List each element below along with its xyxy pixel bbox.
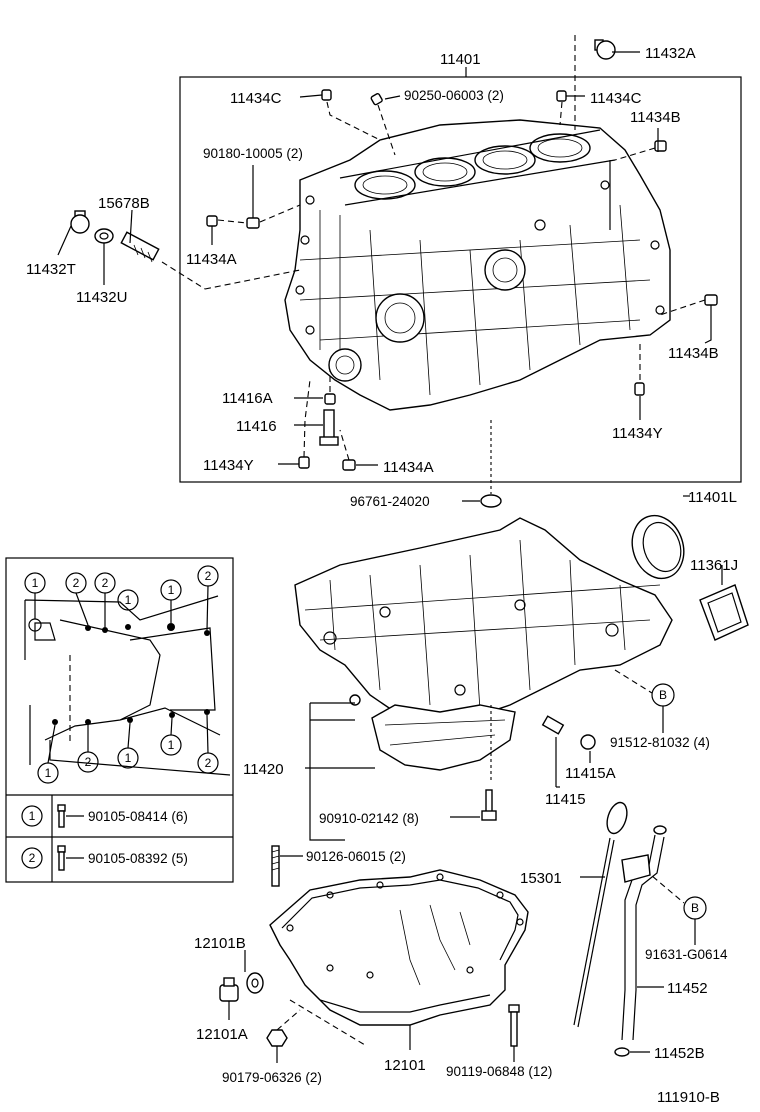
dowel-pin-icon [634, 382, 645, 396]
washer-icon [94, 228, 114, 244]
label-11434a-bottom: 11434A [383, 459, 434, 476]
label-90910: 90910-02142 (8) [319, 811, 419, 826]
cylinder-block-group-frame [179, 76, 742, 483]
label-11434y-left: 11434Y [203, 457, 254, 474]
label-90126: 90126-06015 (2) [306, 849, 406, 864]
label-b-top: B [659, 688, 667, 702]
left-outside-parts [70, 210, 160, 263]
plug-icon [580, 734, 596, 750]
nut-icon [266, 1029, 288, 1047]
legend-marker: 1 [125, 593, 132, 607]
fitting-icon [120, 231, 160, 263]
nozzle-parts [541, 715, 596, 788]
label-11434c-left: 11434C [230, 90, 282, 107]
legend-row2-marker: 2 [29, 851, 36, 865]
callout-b-bottom [644, 869, 707, 945]
diagram-code: 111910-B [657, 1089, 720, 1106]
label-91631: 91631-G0614 [645, 947, 728, 962]
label-11432u: 11432U [76, 289, 127, 306]
legend-marker: 1 [168, 738, 175, 752]
label-12101a: 12101A [196, 1026, 248, 1043]
label-15301: 15301 [520, 870, 562, 887]
dipstick-drawing [573, 801, 628, 1028]
stud-icon [271, 845, 303, 887]
label-11434b-right: 11434B [668, 345, 719, 362]
legend-row1-part: 90105-08414 (6) [88, 809, 188, 824]
dowel-pin-icon [321, 89, 332, 101]
crankcase-drawing [294, 517, 673, 721]
plug-icon [594, 39, 616, 60]
bolt-icon [541, 715, 565, 735]
dowel-pin-icon [704, 294, 718, 306]
oil-pan-drawing [269, 869, 529, 1026]
gasket-11361J [699, 565, 749, 641]
label-12101b: 12101B [194, 935, 246, 952]
part-labels: 11401 11432A 11434C 90250-06003 (2) 1143… [26, 45, 738, 1106]
label-11434a-left: 11434A [186, 251, 237, 268]
bolt-icon [508, 1004, 520, 1047]
dowel-pin-icon [556, 90, 567, 102]
label-b-bottom: B [691, 901, 699, 915]
label-15678b: 15678B [98, 195, 150, 212]
label-91512: 91512-81032 (4) [610, 735, 710, 750]
label-90119: 90119-06848 (12) [446, 1064, 552, 1079]
bolt-location-legend: 1 2 2 1 1 2 1 2 1 1 2 1 90105-08414 (6) … [5, 557, 234, 883]
leader-lines-top [57, 35, 712, 466]
baffle-plate-drawing [349, 694, 516, 771]
legend-marker: 1 [168, 583, 175, 597]
bolt-icon [481, 789, 497, 821]
label-11415: 11415 [545, 791, 586, 808]
label-11432t: 11432T [26, 261, 76, 278]
legend-row1-marker: 1 [29, 809, 36, 823]
legend-marker: 1 [125, 751, 132, 765]
callout-b-top [614, 669, 675, 733]
legend-marker: 1 [45, 766, 52, 780]
label-11401l: 11401L [688, 489, 737, 506]
dowel-pin-icon [654, 140, 667, 152]
bolt-icon [319, 409, 339, 446]
label-11420: 11420 [243, 761, 284, 778]
label-96761: 96761-24020 [350, 494, 430, 509]
label-90250: 90250-06003 (2) [404, 88, 504, 103]
label-11361j: 11361J [690, 557, 738, 574]
o-ring-96761 [462, 420, 502, 508]
label-11452: 11452 [667, 980, 708, 997]
label-90179: 90179-06326 (2) [222, 1070, 322, 1085]
label-11452b: 11452B [654, 1045, 705, 1062]
label-11434c-right: 11434C [590, 90, 642, 107]
bolt-icon [57, 845, 66, 871]
oil-seal-11401L [631, 495, 690, 580]
legend-marker: 1 [32, 576, 39, 590]
legend-marker: 2 [205, 569, 212, 583]
label-90180: 90180-10005 (2) [203, 146, 303, 161]
label-11432a: 11432A [645, 45, 696, 62]
label-11434b-top: 11434B [630, 109, 681, 126]
bolt-icon [57, 804, 66, 828]
legend-row2-part: 90105-08392 (5) [88, 851, 188, 866]
label-12101: 12101 [384, 1057, 426, 1074]
label-11416: 11416 [236, 418, 277, 435]
top-small-parts [206, 39, 718, 471]
plug-icon [70, 210, 90, 234]
cylinder-block-drawing [284, 119, 671, 411]
leader-lines-middle [305, 702, 497, 841]
legend-marker: 2 [205, 756, 212, 770]
dowel-pin-icon [342, 459, 356, 471]
label-11416a: 11416A [222, 390, 273, 407]
legend-marker: 2 [85, 755, 92, 769]
label-11434y-right: 11434Y [612, 425, 663, 442]
dowel-pin-icon [206, 215, 218, 227]
dowel-pin-icon [298, 456, 310, 469]
legend-marker: 2 [102, 576, 109, 590]
label-11415a: 11415A [565, 765, 616, 782]
dowel-pin-icon [324, 393, 336, 405]
legend-marker: 2 [73, 576, 80, 590]
plug-icon [219, 977, 239, 1002]
dipstick-guide-drawing [614, 825, 667, 1057]
dowel-pin-icon [246, 217, 260, 229]
washer-icon [246, 972, 264, 994]
dowel-pin-icon [370, 93, 383, 106]
label-11401: 11401 [440, 51, 481, 68]
